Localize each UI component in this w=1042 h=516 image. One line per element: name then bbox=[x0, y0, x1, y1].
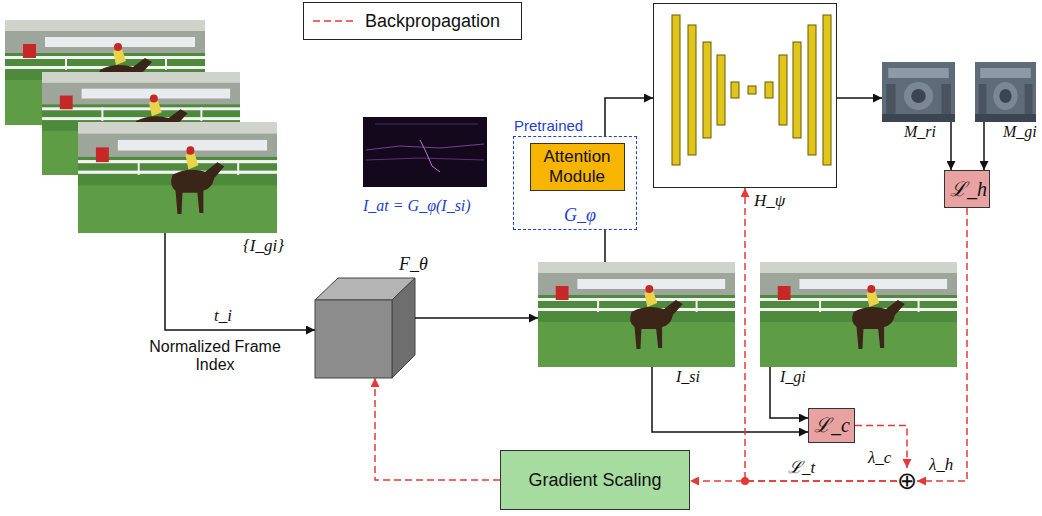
node-label: M_gi bbox=[1003, 123, 1037, 141]
attention-edge bbox=[375, 124, 478, 125]
unet-layer bbox=[703, 42, 711, 138]
backprop-arrow bbox=[375, 378, 500, 480]
unet-layer bbox=[748, 86, 756, 94]
legend-box: Backpropagation bbox=[303, 2, 522, 40]
node-label: Pretrained bbox=[514, 117, 583, 134]
unet-layer bbox=[672, 15, 680, 165]
flow-arrow bbox=[837, 97, 882, 99]
loss-box: ℒ_c bbox=[808, 408, 855, 443]
gradient-scaling-box: Gradient Scaling bbox=[500, 450, 690, 510]
frame-stack: {I_gi} bbox=[5, 20, 277, 233]
attention-edge bbox=[420, 140, 440, 172]
flow-arrow bbox=[983, 122, 985, 170]
unet-layer bbox=[779, 55, 787, 125]
unet-layer bbox=[765, 82, 773, 98]
unet-layers bbox=[672, 15, 831, 165]
node-text: ℒ_c bbox=[814, 414, 849, 437]
edge-label: λ_h bbox=[927, 455, 955, 475]
node-label: M_ri bbox=[904, 123, 936, 141]
node-text: Attention Module bbox=[536, 147, 619, 186]
unet-layer bbox=[823, 15, 831, 165]
flow-arrow bbox=[604, 230, 606, 262]
attention-map-image: I_at = G_φ(I_si) bbox=[363, 117, 487, 187]
node-text: ℒ_h bbox=[950, 178, 984, 201]
node-label: I_si bbox=[676, 368, 700, 386]
edge-label: ℒ_t bbox=[786, 455, 817, 478]
backprop-arrow bbox=[917, 208, 967, 481]
node-label: {I_gi} bbox=[243, 236, 284, 256]
network-cube: F_θ bbox=[315, 278, 415, 378]
ground-truth-frame bbox=[760, 262, 957, 367]
ground-truth-map-image: M_gi bbox=[975, 62, 1036, 122]
flow-arrow bbox=[770, 367, 808, 418]
unet-layer bbox=[717, 55, 725, 125]
node-label: G_φ bbox=[564, 205, 596, 226]
unet-layer bbox=[808, 25, 816, 155]
legend-line bbox=[313, 20, 357, 22]
legend-item: Backpropagation bbox=[312, 11, 500, 32]
backprop-arrow bbox=[855, 426, 907, 469]
node-text: ⊕ bbox=[897, 469, 917, 493]
node-label: F_θ bbox=[399, 254, 428, 275]
input-frame bbox=[78, 122, 277, 233]
ground-truth-map bbox=[975, 62, 1036, 122]
unet-layer bbox=[688, 25, 696, 155]
flow-arrow bbox=[415, 317, 538, 319]
node-label: I_gi bbox=[780, 368, 806, 386]
legend-text: Backpropagation bbox=[365, 11, 500, 32]
result-map-image: M_ri bbox=[882, 62, 955, 122]
node-label: H_ψ bbox=[754, 191, 785, 211]
legend-sample bbox=[312, 15, 358, 27]
cube-front bbox=[315, 300, 392, 378]
unet-network: H_ψ bbox=[653, 3, 837, 188]
edge-label: t_i bbox=[212, 306, 234, 326]
edge-label: λ_c bbox=[866, 448, 893, 468]
cube-side bbox=[392, 278, 415, 378]
node-label: I_at = G_φ(I_si) bbox=[363, 197, 471, 215]
loss-box: ℒ_h bbox=[944, 170, 990, 208]
result-map bbox=[882, 62, 955, 122]
unet-layer bbox=[793, 42, 801, 138]
synthesized-frame bbox=[538, 262, 735, 367]
backprop-arrow bbox=[745, 188, 897, 481]
synthesized-frame-image: I_si bbox=[538, 262, 735, 367]
attention-map bbox=[363, 117, 487, 187]
flow-arrow bbox=[605, 98, 653, 136]
axis-caption: Normalized Frame Index bbox=[135, 338, 295, 374]
flow-arrow bbox=[165, 233, 315, 330]
attention-edge bbox=[366, 158, 484, 160]
node-text: Gradient Scaling bbox=[528, 470, 661, 491]
attention-module: Attention Module bbox=[530, 143, 625, 191]
sum-symbol: ⊕ bbox=[897, 468, 917, 494]
pretrained-group: PretrainedG_φAttention Module bbox=[513, 136, 637, 230]
ground-truth-frame-image: I_gi bbox=[760, 262, 957, 367]
unet-layer bbox=[731, 82, 739, 98]
flow-arrow bbox=[652, 367, 808, 432]
flow-arrow bbox=[950, 122, 952, 170]
